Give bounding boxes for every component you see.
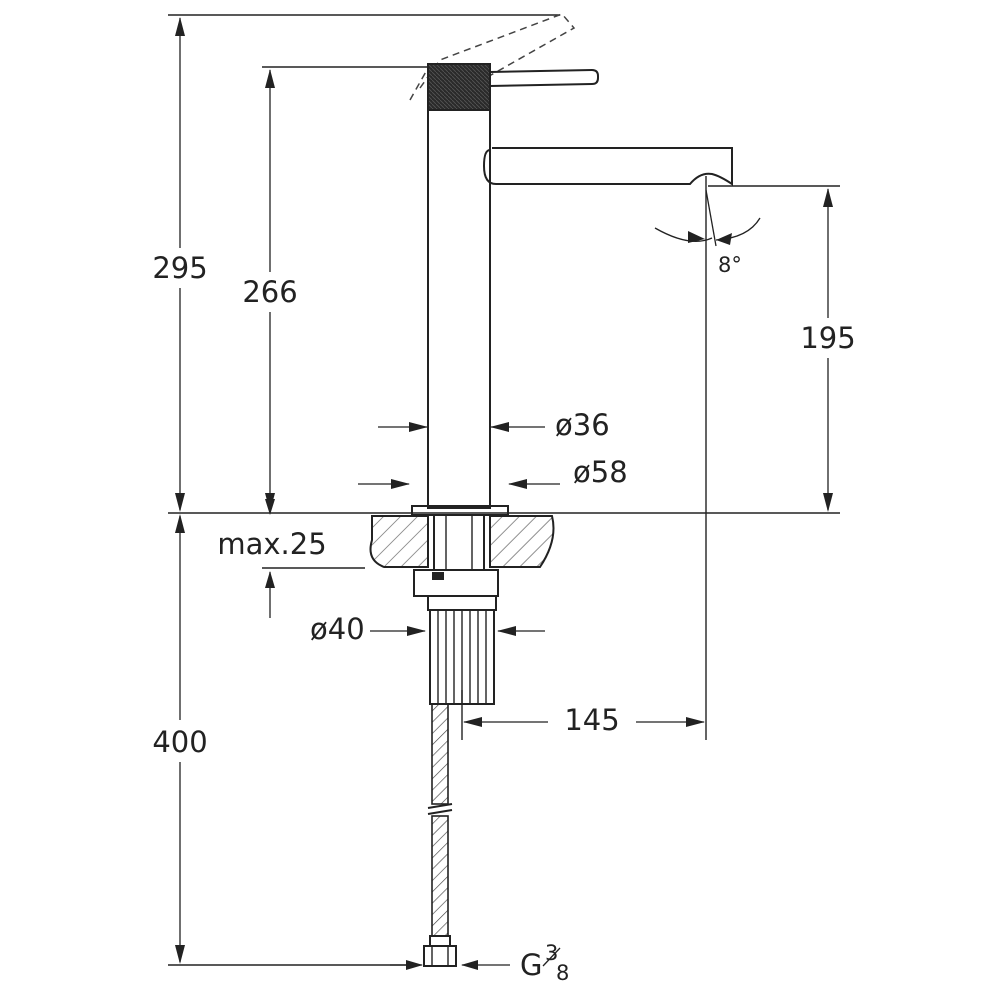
label-base-diameter: ø58 <box>573 455 628 489</box>
arrow-up <box>175 514 185 533</box>
arrow-right <box>688 231 705 243</box>
arrow-up <box>265 571 275 588</box>
arrow-up <box>823 188 833 207</box>
dimension-shank-diameter: ø40 <box>310 612 545 646</box>
label-thread-numerator: 3 <box>545 941 558 965</box>
lever-handle <box>489 68 599 87</box>
countertop-left <box>369 515 429 568</box>
arrow-up <box>265 69 275 88</box>
label-spout-height: 195 <box>800 321 855 355</box>
faucet-body <box>411 63 733 516</box>
arrow-left <box>508 479 527 489</box>
arrow-down <box>265 499 275 515</box>
label-spout-reach: 145 <box>564 703 619 737</box>
cartridge-cap <box>427 63 491 111</box>
label-total-height: 295 <box>152 251 207 285</box>
dimension-body-height: 266 <box>242 69 298 512</box>
handle-open-position <box>409 13 576 101</box>
arrow-right <box>407 626 426 636</box>
label-hose-length: 400 <box>152 725 207 759</box>
label-body-height: 266 <box>242 275 297 309</box>
label-thread-denominator: 8 <box>556 961 569 985</box>
dimension-max-thickness: max.25 <box>217 499 327 618</box>
spout <box>482 147 733 186</box>
arrow-left <box>490 422 509 432</box>
dimension-body-diameter: ø36 <box>378 408 610 442</box>
arrow-right <box>406 960 423 970</box>
arrow-left <box>716 233 732 245</box>
arrow-left <box>461 960 478 970</box>
dimension-hose-length: 400 <box>152 514 208 964</box>
dimension-spout-angle: 8° <box>654 189 761 277</box>
fixing-nut <box>413 569 499 597</box>
body-column <box>427 109 491 509</box>
arrow-right <box>686 717 705 727</box>
hose-lower <box>431 815 449 937</box>
hose-nut <box>423 945 457 967</box>
dimension-spout-height: 195 <box>800 188 856 512</box>
shank-assembly <box>413 514 499 705</box>
arrow-right <box>391 479 410 489</box>
label-max-thickness: max.25 <box>217 527 326 561</box>
arrow-down <box>175 945 185 964</box>
fraction-slash <box>542 947 561 967</box>
shank <box>433 514 485 571</box>
arrow-down <box>175 493 185 512</box>
dimension-thread: G 3 8 <box>390 941 569 985</box>
washer <box>427 595 497 611</box>
dimension-base-diameter: ø58 <box>358 455 628 489</box>
arrow-up <box>175 17 185 36</box>
threaded-rod <box>429 609 495 705</box>
dimension-total-height: 295 <box>152 17 208 512</box>
arrow-right <box>409 422 428 432</box>
label-thread: G <box>520 948 542 982</box>
label-body-diameter: ø36 <box>555 408 610 442</box>
countertop-right <box>489 515 555 568</box>
flexible-hose <box>423 703 457 967</box>
arrow-left <box>463 717 482 727</box>
label-shank-diameter: ø40 <box>310 612 365 646</box>
nut-notch <box>432 572 444 580</box>
hose-ferrule <box>429 935 451 947</box>
arrow-left <box>497 626 516 636</box>
label-spout-angle: 8° <box>718 253 742 277</box>
dimension-spout-reach: 145 <box>463 703 705 737</box>
hose-upper <box>431 703 449 805</box>
arrow-down <box>823 493 833 512</box>
extension-lines <box>168 14 840 966</box>
countertop-section <box>369 515 555 568</box>
